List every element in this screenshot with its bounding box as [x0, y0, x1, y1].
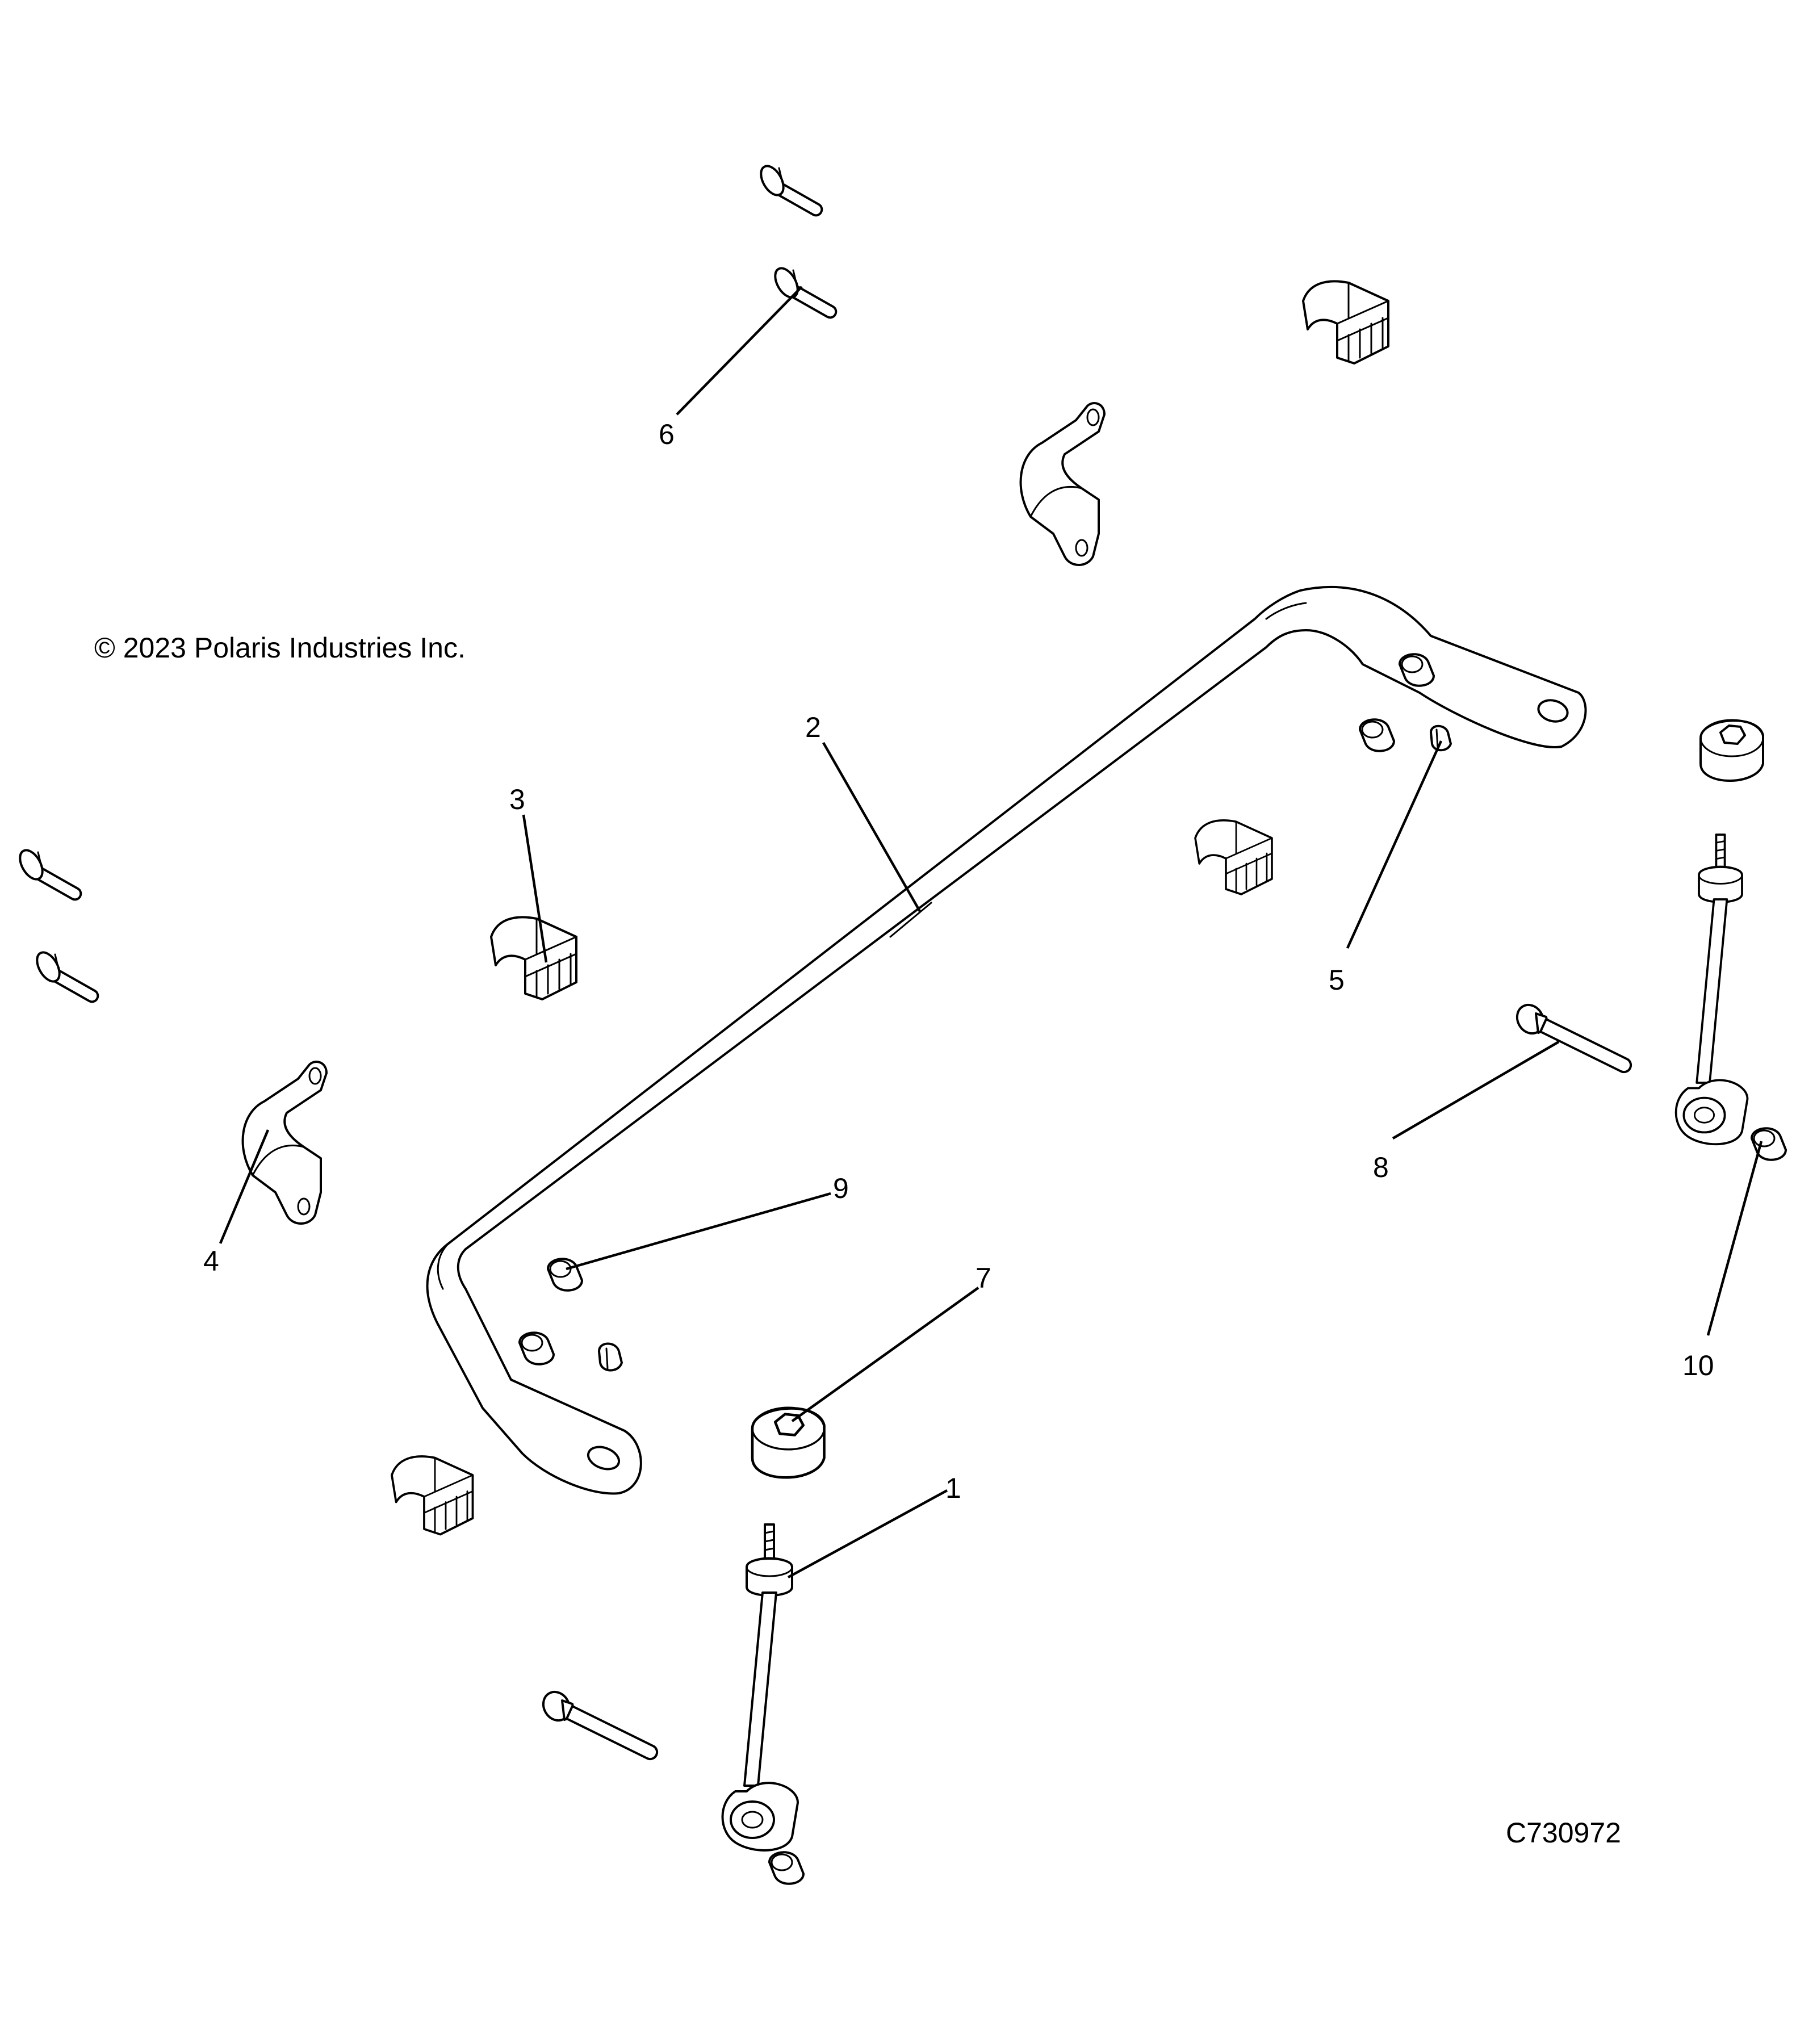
callout-2: 2	[805, 711, 821, 743]
stabilizer-bar	[426, 586, 1587, 1495]
leader-3	[522, 814, 548, 963]
grommet-left-1	[547, 1258, 583, 1292]
leader-6	[676, 286, 803, 416]
flange-bolt-bottom	[537, 1686, 659, 1761]
bushing-center-left	[490, 916, 577, 1000]
bushing-center-right	[1194, 819, 1273, 895]
carriage-bolt-left-2	[31, 947, 99, 1003]
leader-2	[822, 742, 921, 912]
leader-lines	[219, 286, 1763, 1578]
clamp-top	[1019, 402, 1106, 566]
flange-bolt-right	[1510, 999, 1632, 1074]
callout-6: 6	[659, 418, 675, 450]
grommet-right-2	[1359, 718, 1395, 752]
stabilizer-link-bottom	[721, 1523, 799, 1852]
carriage-bolt-top-1	[755, 161, 823, 217]
stabilizer-link-right	[1674, 833, 1749, 1146]
callout-3: 3	[509, 784, 525, 815]
leader-9	[566, 1192, 831, 1271]
callout-4: 4	[203, 1245, 219, 1277]
carriage-bolt-left-1	[14, 845, 82, 901]
callout-labels: 1 2 3 4 5 6 7 8 9 10	[203, 418, 1714, 1504]
callout-10: 10	[1682, 1350, 1714, 1381]
bushing-top-right	[1302, 280, 1389, 365]
copyright-notice: © 2023 Polaris Industries Inc.	[94, 632, 466, 664]
clamp-left	[241, 1061, 328, 1225]
callout-5: 5	[1329, 964, 1345, 996]
callout-9: 9	[833, 1172, 849, 1204]
callout-8: 8	[1373, 1151, 1389, 1183]
big-nut-right	[1699, 719, 1764, 782]
leader-10	[1706, 1141, 1763, 1336]
callout-7: 7	[976, 1262, 991, 1294]
bushing-bottom-left	[391, 1455, 474, 1536]
leader-8	[1392, 1041, 1560, 1140]
leader-5	[1346, 740, 1443, 949]
grommet-bottom	[768, 1851, 805, 1885]
leader-1	[787, 1489, 948, 1578]
pin-left	[598, 1342, 623, 1372]
big-nut-bottom	[752, 1408, 824, 1477]
callout-1: 1	[945, 1472, 961, 1504]
pin-right	[1430, 724, 1452, 752]
leader-7	[791, 1287, 979, 1422]
drawing-number: C730972	[1506, 1817, 1621, 1849]
grommet-left-2	[518, 1331, 555, 1366]
leader-4	[219, 1129, 270, 1244]
